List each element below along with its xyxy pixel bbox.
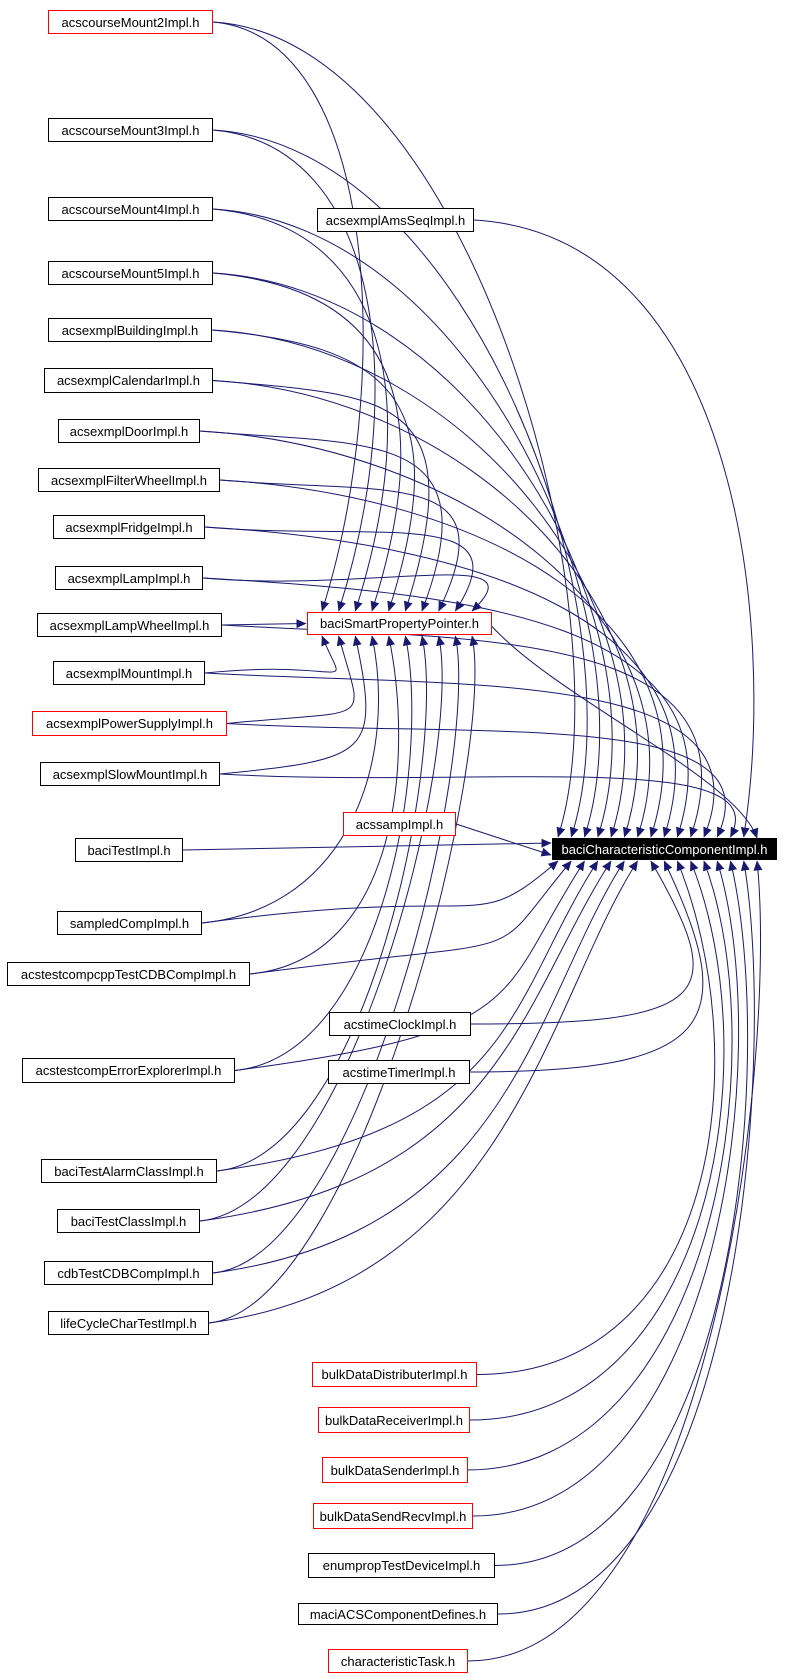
graph-node-slowmount[interactable]: acsexmplSlowMountImpl.h [40, 762, 220, 786]
graph-node-door[interactable]: acsexmplDoorImpl.h [58, 419, 200, 443]
graph-node-mount3[interactable]: acscourseMount3Impl.h [48, 118, 213, 142]
edge-building-to-smart [211, 329, 415, 612]
edge-bacitest-to-central [182, 838, 552, 851]
graph-node-bulkdist[interactable]: bulkDataDistributerImpl.h [312, 1362, 477, 1387]
graph-node-mount2[interactable]: acscourseMount2Impl.h [48, 10, 213, 34]
edge-calendar-to-smart [212, 380, 430, 612]
graph-node-fridge[interactable]: acsexmplFridgeImpl.h [53, 515, 205, 539]
edge-slowmount-to-smart [219, 635, 367, 775]
edge-mount-to-central [204, 672, 715, 838]
edge-lampwheel-to-central [221, 624, 703, 838]
edge-lamp-to-smart [202, 574, 489, 612]
graph-node-sampled[interactable]: sampledCompImpl.h [57, 911, 202, 935]
edge-testclass-to-central [199, 860, 612, 1222]
edge-lampwheel-to-smart [221, 619, 307, 629]
graph-node-bulksend[interactable]: bulkDataSenderImpl.h [322, 1457, 468, 1483]
graph-node-lamp[interactable]: acsexmplLampImpl.h [55, 566, 203, 590]
edge-alarmclass-to-central [216, 860, 599, 1172]
graph-node-maci[interactable]: maciACSComponentDefines.h [298, 1603, 498, 1625]
graph-node-mount5[interactable]: acscourseMount5Impl.h [48, 261, 213, 285]
graph-node-errorexplorer[interactable]: acstestcompErrorExplorerImpl.h [22, 1058, 235, 1083]
graph-node-lampwheel[interactable]: acsexmplLampWheelImpl.h [37, 613, 222, 637]
edge-bulkrecv-to-central [469, 860, 725, 1421]
edge-enumprop-to-central [494, 860, 749, 1566]
edge-fridge-to-smart [204, 526, 474, 612]
graph-node-acssamp[interactable]: acssampImpl.h [343, 812, 456, 836]
edge-calendar-to-central [212, 380, 638, 838]
edge-cdbtest-to-smart [212, 635, 462, 1274]
graph-node-lifecycle[interactable]: lifeCycleCharTestImpl.h [48, 1311, 209, 1335]
edge-cpptestcdb-to-smart [249, 635, 400, 975]
graph-node-smart[interactable]: baciSmartPropertyPointer.h [307, 612, 492, 635]
edge-slowmount-to-central [219, 773, 739, 838]
edge-amsseq-to-central [473, 219, 755, 838]
edge-lifecycle-to-central [208, 860, 639, 1324]
edge-bulkdist-to-central [476, 860, 716, 1375]
graph-node-cpptestcdb[interactable]: acstestcompcppTestCDBCompImpl.h [7, 962, 250, 986]
graph-node-mount[interactable]: acsexmplMountImpl.h [53, 661, 205, 685]
graph-node-timer[interactable]: acstimeTimerImpl.h [328, 1060, 470, 1084]
edge-mount4-to-central [212, 208, 600, 838]
edge-fridge-to-central [204, 526, 676, 838]
edge-timer-to-central [469, 860, 704, 1073]
graph-node-alarmclass[interactable]: baciTestAlarmClassImpl.h [41, 1159, 217, 1183]
edge-bulksend-to-central [467, 860, 733, 1471]
graph-node-filterwheel[interactable]: acsexmplFilterWheelImpl.h [38, 468, 220, 492]
edge-errorexplorer-to-smart [234, 635, 413, 1071]
edge-mount3-to-central [212, 129, 588, 838]
graph-node-bacitest[interactable]: baciTestImpl.h [75, 838, 183, 862]
edge-cpptestcdb-to-central [249, 860, 572, 975]
edge-chartask-to-central [467, 860, 763, 1662]
edge-mount2-to-central [212, 21, 576, 838]
edge-maci-to-central [497, 860, 755, 1615]
edge-errorexplorer-to-central [234, 860, 585, 1071]
edge-mount2-to-smart [212, 21, 364, 612]
edge-lamp-to-central [202, 577, 689, 838]
graph-node-amsseq[interactable]: acsexmplAmsSeqImpl.h [317, 208, 474, 232]
edge-smart-to-central [491, 626, 759, 839]
edge-bulksendrecv-to-central [472, 860, 740, 1517]
edge-mount5-to-smart [212, 272, 402, 612]
edge-powersupply-to-smart [226, 635, 355, 724]
edge-sampled-to-central [201, 860, 559, 924]
graph-node-mount4[interactable]: acscourseMount4Impl.h [48, 197, 213, 221]
edge-mount5-to-central [212, 272, 613, 838]
edge-filterwheel-to-smart [219, 479, 460, 612]
edge-mount-to-smart [204, 635, 337, 674]
edge-testclass-to-smart [199, 635, 446, 1222]
edge-powersupply-to-central [226, 723, 726, 838]
edge-building-to-central [211, 329, 626, 838]
edge-mount3-to-smart [212, 129, 376, 612]
graph-node-calendar[interactable]: acsexmplCalendarImpl.h [44, 368, 213, 393]
graph-node-enumprop[interactable]: enumpropTestDeviceImpl.h [308, 1553, 495, 1578]
graph-node-bulksendrecv[interactable]: bulkDataSendRecvImpl.h [313, 1503, 473, 1529]
edge-cdbtest-to-central [212, 860, 625, 1274]
graph-node-clock[interactable]: acstimeClockImpl.h [329, 1012, 471, 1036]
edge-mount4-to-smart [212, 208, 389, 612]
graph-node-building[interactable]: acsexmplBuildingImpl.h [48, 318, 212, 342]
graph-node-bulkrecv[interactable]: bulkDataReceiverImpl.h [318, 1407, 470, 1433]
graph-node-powersupply[interactable]: acsexmplPowerSupplyImpl.h [32, 711, 227, 736]
edge-door-to-smart [199, 430, 443, 612]
graph-node-testclass[interactable]: baciTestClassImpl.h [57, 1209, 200, 1233]
edge-acssamp-to-central [455, 823, 552, 857]
graph-node-cdbtest[interactable]: cdbTestCDBCompImpl.h [44, 1261, 213, 1285]
edge-alarmclass-to-smart [216, 635, 429, 1172]
graph-node-chartask[interactable]: characteristicTask.h [328, 1649, 468, 1673]
edge-clock-to-central [470, 860, 694, 1025]
graph-node-central[interactable]: baciCharacteristicComponentImpl.h [552, 838, 777, 860]
